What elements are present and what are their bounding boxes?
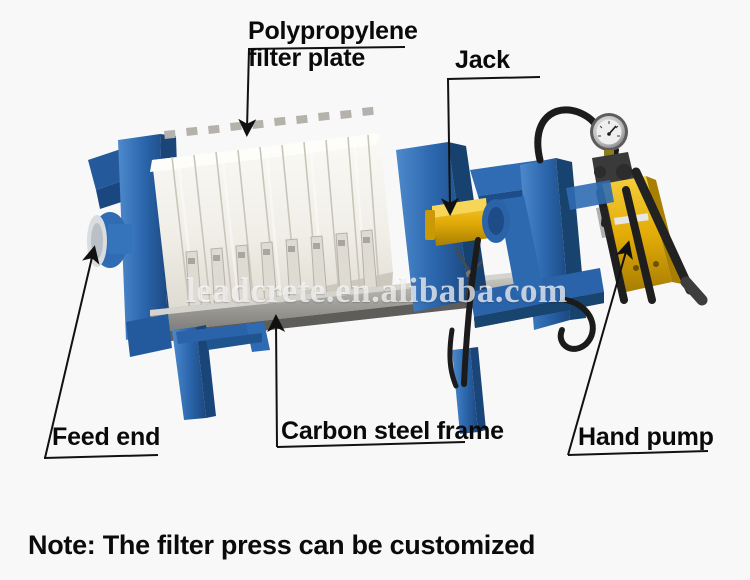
pressure-gauge xyxy=(590,113,628,160)
label-carbon-steel-frame: Carbon steel frame xyxy=(281,418,504,445)
support-legs xyxy=(172,322,486,434)
watermark-text: leadcrete.en.alibaba.com xyxy=(186,271,568,310)
hand-pump xyxy=(592,152,708,306)
label-feed-end: Feed end xyxy=(52,424,160,451)
label-jack: Jack xyxy=(455,47,510,74)
label-line-1: Feed end xyxy=(52,423,161,451)
label-line-2: filter plate xyxy=(248,44,366,72)
label-line-1: Polypropylene xyxy=(248,17,418,45)
frame-side-rail xyxy=(126,314,172,357)
label-hand-pump: Hand pump xyxy=(578,424,714,451)
customization-note: Note: The filter press can be customized xyxy=(28,530,536,560)
label-line-1: Hand pump xyxy=(578,423,714,451)
label-line-1: Carbon steel frame xyxy=(281,417,504,445)
label-polypropylene-filter-plate: Polypropylene filter plate xyxy=(248,18,418,72)
label-line-1: Jack xyxy=(455,46,510,74)
